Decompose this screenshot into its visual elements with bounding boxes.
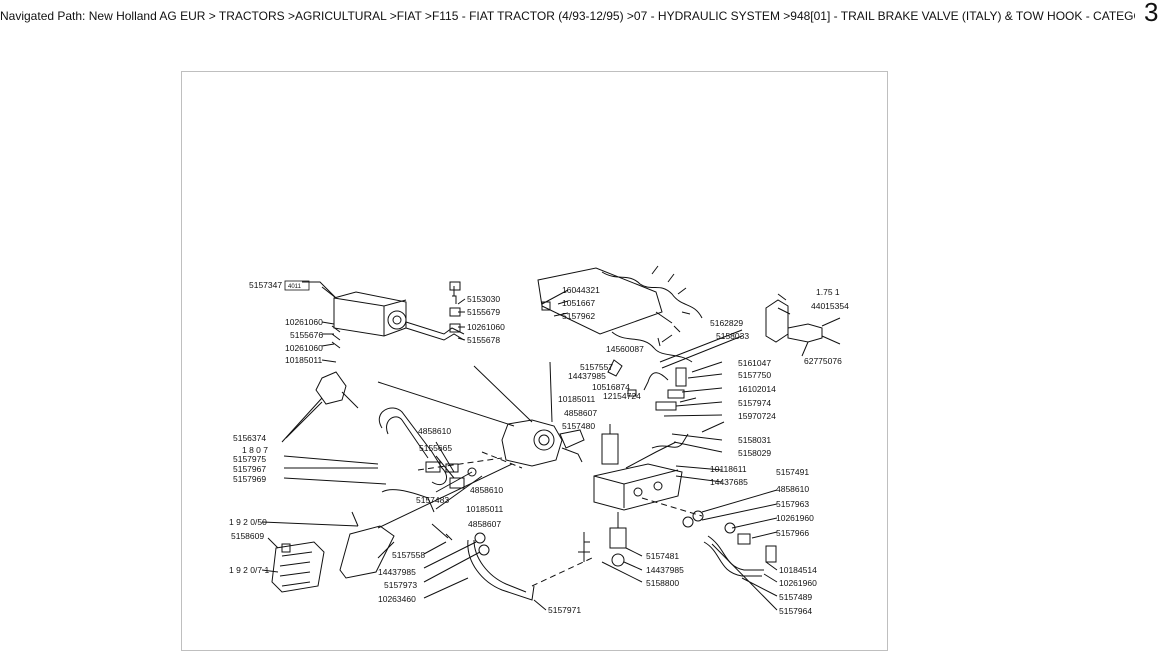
part-label: 5157966 xyxy=(776,528,809,538)
part-label: 5157489 xyxy=(779,592,812,602)
part-label: 5155678 xyxy=(467,335,500,345)
part-label: 5157975 xyxy=(233,454,266,464)
manifold-shape xyxy=(593,463,683,511)
part-label: 1051667 xyxy=(562,298,595,308)
part-label: 5157480 xyxy=(562,421,595,431)
part-label: 5153030 xyxy=(467,294,500,304)
part-label: 5157750 xyxy=(738,370,771,380)
part-label: 12154724 xyxy=(603,391,641,401)
part-label: 4858607 xyxy=(468,519,501,529)
part-label: 5157347 xyxy=(249,280,282,290)
part-label: 15970724 xyxy=(738,411,776,421)
part-label: 10261060 xyxy=(285,317,323,327)
part-label: 14437985 xyxy=(646,565,684,575)
part-label: 14437985 xyxy=(568,371,606,381)
part-label: 5157967 xyxy=(233,464,266,474)
part-label: 5158031 xyxy=(738,435,771,445)
part-label: 5157962 xyxy=(562,311,595,321)
label-box xyxy=(284,280,310,291)
part-label: 4858610 xyxy=(418,426,451,436)
part-label: 5161047 xyxy=(738,358,771,368)
part-label: 5157481 xyxy=(646,551,679,561)
part-label: 44015354 xyxy=(811,301,849,311)
parts-diagram: 5157347 4011 10261060 5155676 10261060 1… xyxy=(181,71,888,651)
part-label: 5158800 xyxy=(646,578,679,588)
control-module-shape xyxy=(271,541,325,593)
part-label: 1.75 1 xyxy=(816,287,840,297)
part-label: 10263460 xyxy=(378,594,416,604)
part-label: 10185011 xyxy=(558,394,595,404)
part-label: 5156374 xyxy=(233,433,266,443)
part-label: 10261960 xyxy=(779,578,817,588)
part-label: 5157557 xyxy=(580,362,613,372)
part-label: 5162829 xyxy=(710,318,743,328)
part-label: 10261960 xyxy=(776,513,814,523)
page-number: 3 xyxy=(1144,0,1159,27)
part-label: 14560087 xyxy=(606,344,644,354)
part-label: 16044321 xyxy=(562,285,600,295)
part-label: 1 8 0 7 xyxy=(242,445,268,455)
breadcrumb: Navigated Path: New Holland AG EUR > TRA… xyxy=(0,9,1135,23)
part-label: 4858607 xyxy=(564,408,597,418)
part-label: 5155665 xyxy=(419,443,452,453)
part-label: 14437985 xyxy=(378,567,416,577)
part-label: 5158033 xyxy=(716,331,749,341)
part-label: 5157974 xyxy=(738,398,771,408)
part-label: 5155676 xyxy=(290,330,323,340)
part-label: 10184514 xyxy=(779,565,817,575)
part-label: 4858610 xyxy=(470,485,503,495)
part-label: 4858610 xyxy=(776,484,809,494)
part-label: 5158609 xyxy=(231,531,264,541)
valve-body-shape xyxy=(333,291,407,337)
part-label: 10118611 xyxy=(710,464,747,474)
part-label: 10185011 xyxy=(466,504,503,514)
part-label: 5157483 xyxy=(416,495,449,505)
part-label: 5157963 xyxy=(776,499,809,509)
part-label: 5157558 xyxy=(392,550,425,560)
part-label: 5157491 xyxy=(776,467,809,477)
part-label: 5158029 xyxy=(738,448,771,458)
part-label: 5157969 xyxy=(233,474,266,484)
part-label: 10516874 xyxy=(592,382,630,392)
part-label: 1 9 2 0/50 xyxy=(229,517,267,527)
part-label: 10261060 xyxy=(467,322,505,332)
part-label: 62775076 xyxy=(804,356,842,366)
part-label: 1 9 2 0/7 1 xyxy=(229,565,269,575)
part-label: 5157973 xyxy=(384,580,417,590)
brake-valve-shape xyxy=(501,419,563,467)
part-label: 16102014 xyxy=(738,384,776,394)
part-label: 14437685 xyxy=(710,477,748,487)
part-label: 5157964 xyxy=(779,606,812,616)
part-label: 10185011 xyxy=(285,355,322,365)
exploded-view-drawing: 5157347 4011 10261060 5155676 10261060 1… xyxy=(229,265,849,616)
part-label: 5155679 xyxy=(467,307,500,317)
part-label: 5157971 xyxy=(548,605,581,615)
part-label: 4011 xyxy=(288,284,302,290)
part-label: 10261060 xyxy=(285,343,323,353)
diagram-labels: 5157347 4011 10261060 5155676 10261060 1… xyxy=(229,280,849,616)
